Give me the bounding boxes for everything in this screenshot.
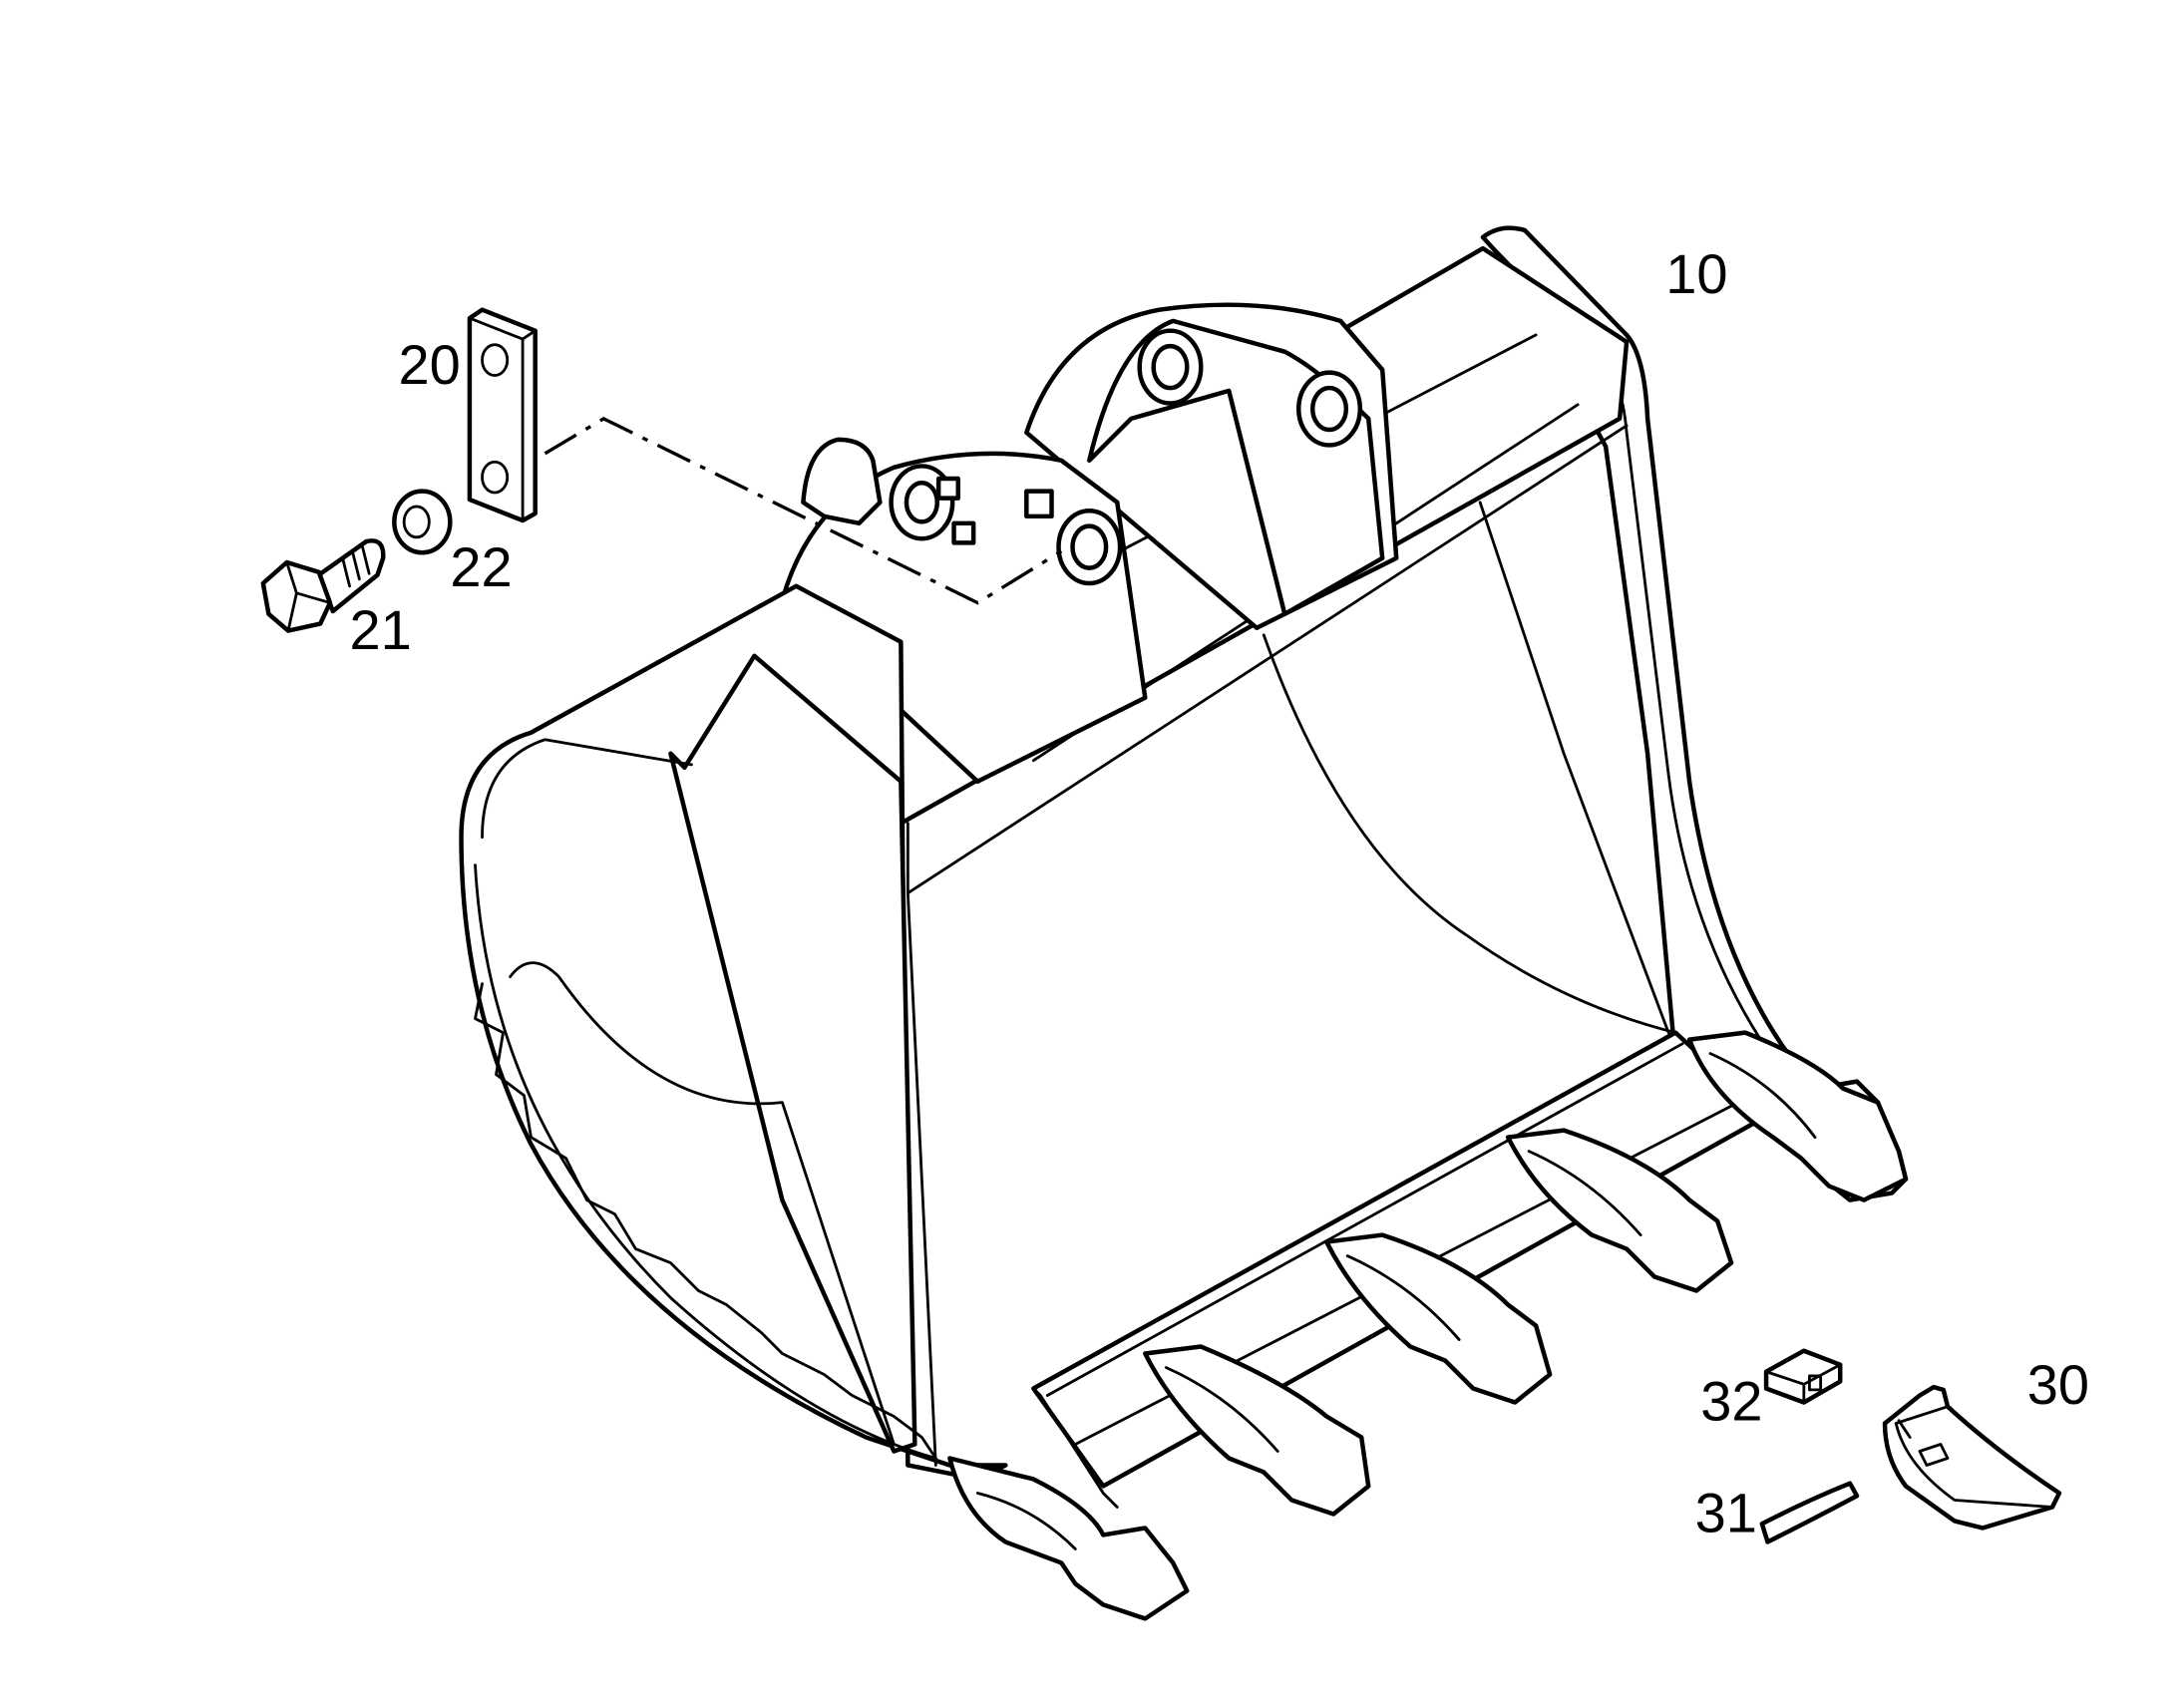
- mounting-ears: [780, 302, 1399, 784]
- callout-32: 32: [1700, 1370, 1762, 1433]
- callout-31: 31: [1695, 1482, 1757, 1544]
- callout-labels: 10 20 21 22 30 31 32: [350, 242, 2089, 1544]
- washer-part: [392, 489, 453, 555]
- lock-part: [1763, 1348, 1843, 1405]
- callout-10: 10: [1665, 242, 1727, 305]
- bucket-assembly: [459, 225, 1909, 1621]
- pin-part: [1759, 1481, 1860, 1544]
- explode-line: [544, 416, 1063, 605]
- bucket-teeth: [947, 1030, 1909, 1621]
- callout-30: 30: [2027, 1353, 2089, 1416]
- callout-22: 22: [450, 535, 512, 598]
- tooth-part: [1882, 1384, 2062, 1531]
- bolt-part: [260, 538, 386, 633]
- callout-21: 21: [350, 598, 412, 661]
- callout-20: 20: [399, 333, 461, 396]
- plate-part: [467, 307, 538, 523]
